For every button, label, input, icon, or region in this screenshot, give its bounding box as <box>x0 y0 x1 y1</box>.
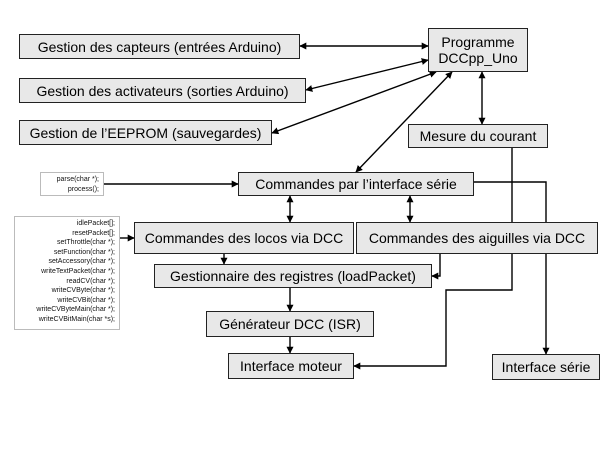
node-capteurs: Gestion des capteurs (entrées Arduino) <box>19 34 300 59</box>
edge-serie-interface <box>474 181 550 355</box>
node-commandes-locos: Commandes des locos via DCC <box>134 222 354 254</box>
note-line: idlePacket[]; <box>76 220 115 227</box>
note-line: readCV(char *); <box>66 277 115 285</box>
note-line: writeCVByteMain(char *); <box>36 306 115 314</box>
note-line: setAccessory(char *); <box>48 258 115 266</box>
node-commandes-serie: Commandes par l’interface série <box>238 172 474 196</box>
note-line: setThrottle(char *); <box>57 239 115 247</box>
edge-aiguilles-registres <box>431 254 441 280</box>
node-programme-line-1: Programme <box>441 34 515 50</box>
node-eeprom: Gestion de l’EEPROM (sauvegardes) <box>19 120 272 145</box>
node-programme: Programme DCCpp_Uno <box>428 28 528 72</box>
note-line: setFunction(char *); <box>53 248 115 256</box>
note-serial-functions: parse(char *); process(); <box>40 172 104 196</box>
node-interface-moteur: Interface moteur <box>228 353 354 379</box>
note-line: resetPacket[]; <box>72 229 115 237</box>
note-line: writeCVByte(char *); <box>51 287 115 295</box>
node-activateurs: Gestion des activateurs (sorties Arduino… <box>19 78 306 103</box>
note-dcc-functions: idlePacket[]; resetPacket[]; setThrottle… <box>14 216 120 330</box>
note-line: writeCVBit(char *); <box>57 296 115 304</box>
edge-programme-activateurs <box>305 58 429 92</box>
node-programme-line-2: DCCpp_Uno <box>438 50 518 66</box>
node-commandes-aiguilles: Commandes des aiguilles via DCC <box>356 222 598 254</box>
note-line: parse(char *); <box>56 176 99 183</box>
note-line: writeCVBitMain(char *s); <box>38 315 115 323</box>
note-line: writeTextPacket(char *); <box>41 267 115 275</box>
node-generateur: Générateur DCC (ISR) <box>206 311 374 337</box>
edge-programme-serie <box>355 71 453 173</box>
node-interface-serie: Interface série <box>492 354 600 380</box>
node-registres: Gestionnaire des registres (loadPacket) <box>154 264 432 288</box>
note-line: process(); <box>67 185 99 193</box>
node-courant: Mesure du courant <box>408 124 548 148</box>
